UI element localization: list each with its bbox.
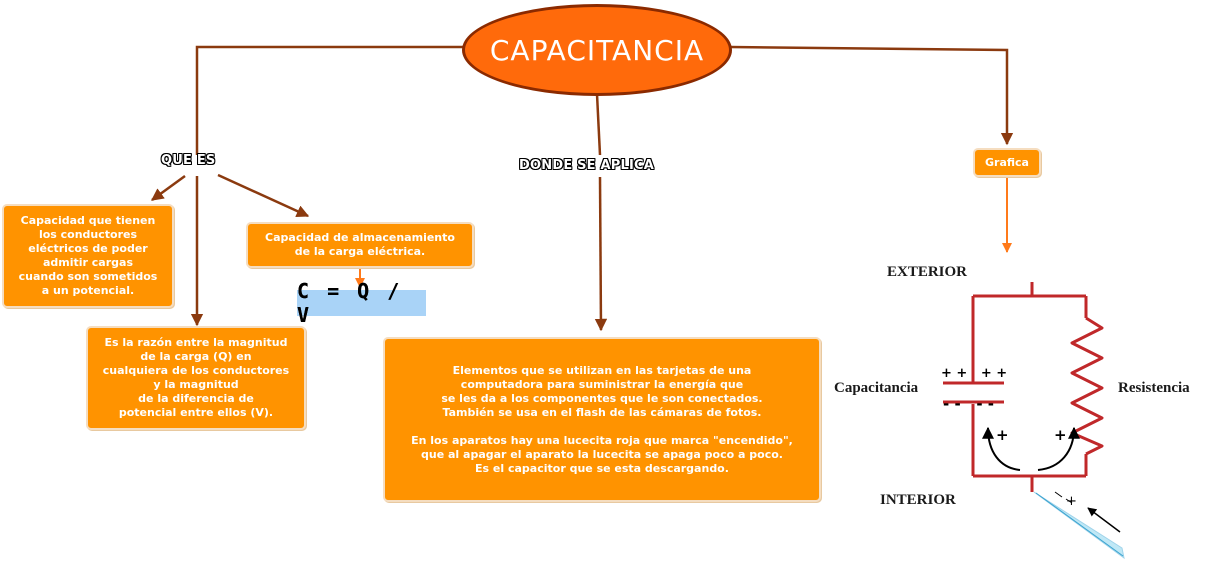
connector-title-que-es xyxy=(195,45,465,155)
beam-plus: + xyxy=(1066,494,1077,509)
resistor-zigzag xyxy=(1070,316,1104,456)
concept-capacidad-conductores: Capacidad que tienen los conductores elé… xyxy=(2,204,174,308)
capacitor-bottom-charges: - - - - xyxy=(943,395,995,413)
circuit-label-exterior: EXTERIOR xyxy=(887,264,968,280)
current-plus-left: + xyxy=(996,426,1009,444)
current-plus-right: + xyxy=(1054,426,1067,444)
current-arrow-left xyxy=(982,426,1021,471)
link-label-que-es: QUE ES xyxy=(161,153,216,168)
concept-aplicaciones: Elementos que se utilizan en las tarjeta… xyxy=(383,337,821,502)
concept-razon-magnitud: Es la razón entre la magnitud de la carg… xyxy=(86,326,306,430)
beam-arrow xyxy=(1087,507,1121,533)
concept-map-title: CAPACITANCIA xyxy=(462,4,732,96)
formula-capacitance: C = Q / V xyxy=(297,279,426,327)
connector-title-donde xyxy=(595,93,602,156)
light-beam xyxy=(1033,491,1125,560)
connector-title-grafica xyxy=(729,45,1014,146)
link-label-donde-se-aplica: DONDE SE APLICA xyxy=(519,158,654,173)
concept-almacenamiento: Capacidad de almacenamiento de la carga … xyxy=(246,222,474,268)
concept-grafica: Grafica xyxy=(973,148,1041,177)
connector-donde-aplicaciones xyxy=(594,176,608,332)
connector-que-es-almacenamiento xyxy=(217,173,310,218)
capacitor-top-charges: + + + + xyxy=(941,366,1008,381)
connector-que-es-capacidad xyxy=(150,174,186,202)
circuit-label-resistencia: Resistencia xyxy=(1118,380,1190,396)
current-arrow-right xyxy=(1037,426,1080,471)
circuit-label-interior: INTERIOR xyxy=(880,492,956,508)
circuit-diagram xyxy=(943,282,1125,560)
circuit-label-capacitancia: Capacitancia xyxy=(834,380,919,396)
